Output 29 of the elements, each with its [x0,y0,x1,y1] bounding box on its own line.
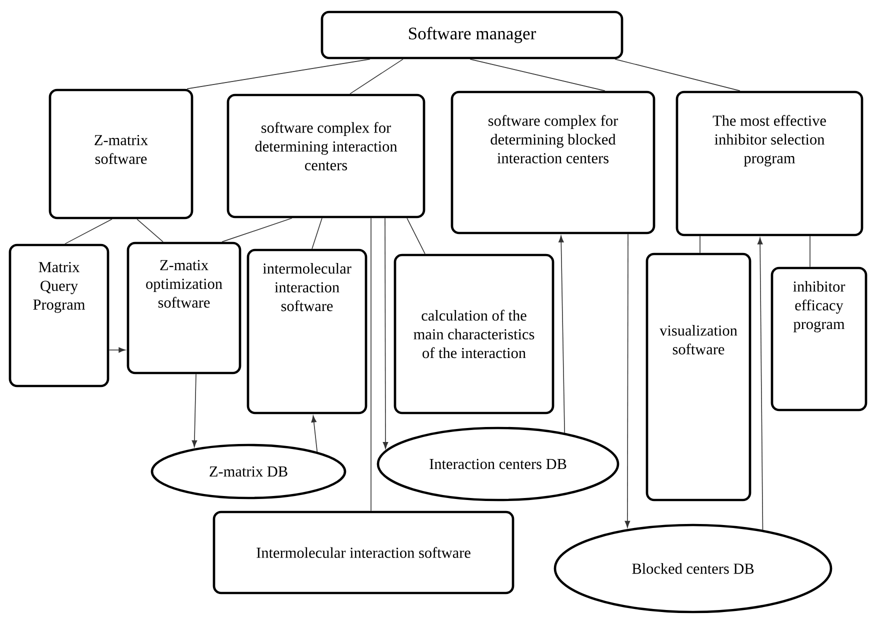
module-box: Z-matix optimization software [126,242,242,374]
connector-line [470,58,606,92]
connector-line [350,58,404,94]
module-box: intermolecular interaction software [246,248,368,414]
connector-line [406,218,426,254]
connector-line [64,218,112,244]
arrow [108,347,126,353]
connector-line [312,218,322,250]
module-box: Matrix Query Program [8,244,110,388]
connector-line [186,58,370,90]
module-box: Software manager [320,10,624,60]
connector-line [614,58,740,92]
module-box: The most effective inhibitor selection program [676,90,864,236]
module-box: calculation of the main characteristics of the interaction [394,254,554,414]
arrow [757,238,764,530]
connector-line [222,218,292,242]
module-box: inhibitor efficacy program [770,266,868,412]
module-box: software complex for determining blocked interaction centers [450,90,656,234]
module-box: Z-matrix software [48,88,194,220]
arrow [624,234,630,528]
arrow [192,374,198,448]
arrow [311,416,318,452]
arrow [382,218,388,449]
module-box: visualization software [646,252,752,502]
module-box: software complex for determining interaction centers [226,94,426,218]
module-box: Intermolecular interaction software [212,510,514,594]
connector-line [370,218,372,512]
connector-line [136,218,164,242]
arrow [558,236,565,434]
